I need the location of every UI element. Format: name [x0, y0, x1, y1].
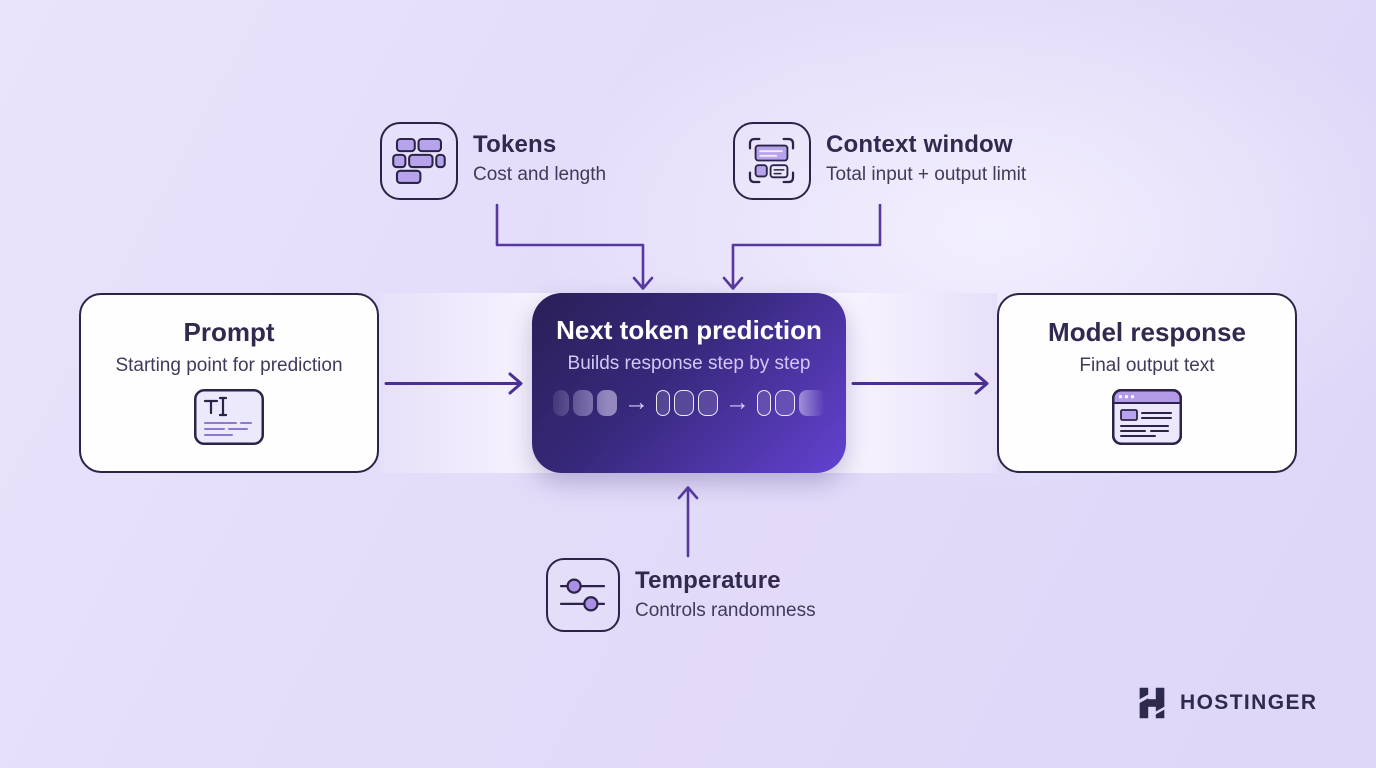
token-group-next [757, 389, 825, 416]
temperature-callout: Temperature Controls randomness [546, 558, 816, 632]
token-chip [698, 389, 718, 416]
temperature-title: Temperature [635, 567, 781, 594]
context-window-icon [733, 122, 811, 200]
tokens-connector-arrow [495, 203, 654, 290]
model-response-title: Model response [1048, 317, 1246, 347]
hostinger-logo: HOSTINGER [1133, 684, 1317, 722]
token-chip [674, 389, 694, 416]
next-token-prediction-box: Next token prediction Builds response st… [532, 293, 846, 473]
prompt-title: Prompt [183, 317, 275, 347]
context-window-connector-arrow [722, 203, 882, 290]
sequence-arrow-icon: → [624, 388, 649, 417]
next-token-prediction-subtitle: Builds response step by step [567, 352, 811, 374]
prompt-document-icon [194, 388, 264, 445]
temperature-sliders-icon [546, 558, 620, 632]
tokens-icon [380, 122, 458, 200]
temperature-subtitle: Controls randomness [635, 599, 816, 621]
prompt-subtitle: Starting point for prediction [115, 354, 343, 376]
token-chip [656, 389, 670, 416]
token-chip [775, 389, 795, 416]
sequence-arrow-icon: → [725, 388, 750, 417]
hostinger-logo-mark [1139, 687, 1165, 719]
token-chip [573, 389, 593, 416]
hostinger-logo-text: HOSTINGER [1180, 691, 1318, 714]
token-chip [799, 389, 825, 416]
token-chip [597, 389, 617, 416]
token-group-current [656, 389, 718, 416]
context-window-callout: Context window Total input + output limi… [733, 122, 1026, 200]
context-window-subtitle: Total input + output limit [826, 163, 1027, 185]
token-chip [553, 389, 569, 416]
prompt-box: Prompt Starting point for prediction [79, 293, 379, 473]
model-response-subtitle: Final output text [1079, 354, 1215, 376]
tokens-title: Tokens [473, 131, 557, 158]
temperature-to-center-arrow [677, 486, 699, 558]
token-group-previous [553, 389, 617, 416]
tokens-callout: Tokens Cost and length [380, 122, 606, 200]
context-window-title: Context window [826, 131, 1013, 158]
token-chip [757, 389, 771, 416]
next-token-prediction-title: Next token prediction [556, 315, 822, 345]
token-sequence: → → [553, 388, 825, 417]
browser-window-icon [1112, 388, 1182, 445]
model-response-box: Model response Final output text [997, 293, 1297, 473]
tokens-subtitle: Cost and length [473, 163, 607, 185]
